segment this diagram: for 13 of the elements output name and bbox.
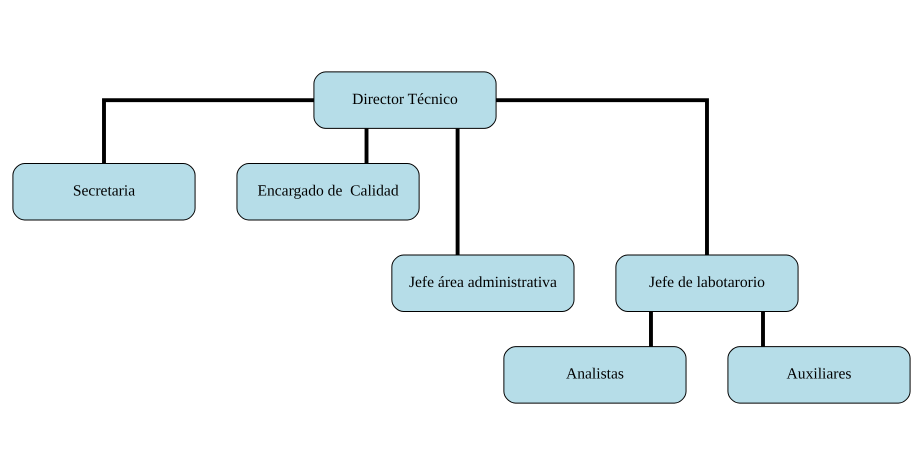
connector xyxy=(456,128,460,255)
node-box: Secretaria xyxy=(12,162,196,220)
connector xyxy=(364,128,368,164)
connector xyxy=(761,312,765,346)
node-box: Jefe de labotarorio xyxy=(615,254,799,312)
node-box: Auxiliares xyxy=(727,346,911,404)
node-box: Director Técnico xyxy=(313,71,497,129)
node-box: Analistas xyxy=(503,346,687,404)
connector xyxy=(496,98,709,255)
node-box: Encargado de Calidad xyxy=(236,162,420,220)
node-box: Jefe área administrativa xyxy=(391,254,574,312)
connector xyxy=(649,312,653,346)
connector xyxy=(102,98,314,164)
